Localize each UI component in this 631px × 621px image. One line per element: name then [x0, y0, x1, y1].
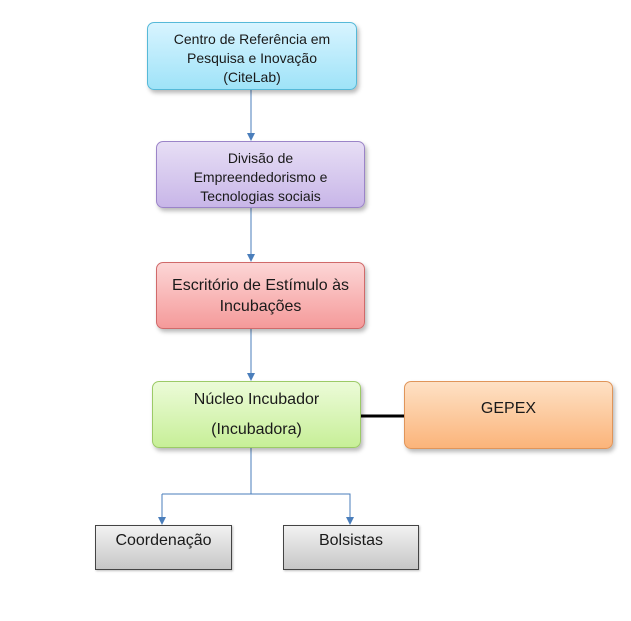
node-nucleo-line-2: (Incubadora): [211, 421, 302, 438]
node-escritorio-line-1: Escritório de Estímulo às: [172, 276, 349, 294]
node-citelab-line-3: (CiteLab): [223, 68, 281, 85]
connector-nucleo-branch: [162, 448, 252, 495]
node-citelab-line-2: Pesquisa e Inovação: [187, 49, 317, 66]
node-nucleo-line-1: Núcleo Incubador: [193, 391, 320, 408]
node-citelab-line-1: Centro de Referência em: [173, 30, 331, 47]
node-divisao-line-1: Divisão de: [227, 150, 294, 166]
node-gepex-label: GEPEX: [480, 400, 537, 417]
node-divisao-line-3: Tecnologias sociais: [200, 188, 321, 204]
node-citelab: Centro de Referência em Pesquisa e Inova…: [147, 22, 357, 90]
node-divisao: Divisão de Empreendedorismo e Tecnologia…: [156, 141, 365, 208]
node-coordenacao-label: Coordenação: [115, 532, 212, 549]
node-escritorio: Escritório de Estímulo às Incubações: [156, 262, 365, 329]
node-coordenacao: Coordenação: [95, 525, 232, 570]
node-nucleo-incubador: Núcleo Incubador (Incubadora): [152, 381, 361, 448]
node-bolsistas: Bolsistas: [283, 525, 419, 570]
node-divisao-line-2: Empreendedorismo e: [193, 169, 328, 185]
connector-branch-to-bolsistas: [251, 493, 354, 525]
node-gepex: GEPEX: [404, 381, 613, 449]
node-bolsistas-label: Bolsistas: [318, 532, 384, 549]
node-escritorio-line-2: Incubações: [219, 297, 302, 315]
